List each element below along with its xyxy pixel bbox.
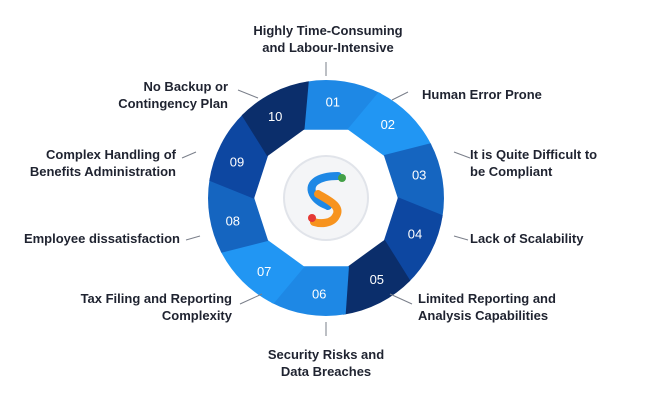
connector-02 [391, 91, 409, 101]
segment-number-02: 02 [381, 117, 395, 132]
segment-number-07: 07 [257, 264, 271, 279]
gear-segments: 01 02 03 04 05 06 07 08 09 10 [208, 80, 444, 316]
segment-05 [343, 239, 411, 315]
connector-07 [239, 293, 263, 305]
segment-10 [241, 81, 309, 157]
segment-number-03: 03 [412, 167, 426, 182]
segment-number-01: 01 [326, 95, 340, 110]
label-connectors [181, 62, 471, 336]
segment-number-08: 08 [226, 214, 240, 229]
connector-04 [453, 235, 469, 241]
segment-number-10: 10 [268, 109, 282, 124]
segment-01 [303, 80, 381, 130]
segment-04 [383, 197, 443, 283]
label-02: Human Error Prone [422, 87, 542, 102]
connector-08 [185, 235, 201, 241]
connector-03 [453, 151, 471, 159]
logo-dot-green [338, 174, 346, 182]
connector-09 [181, 151, 197, 159]
ring-arrow-right [361, 239, 372, 250]
segment-number-05: 05 [370, 272, 384, 287]
label-04: Lack of Scalability [470, 231, 584, 246]
center-logo [283, 155, 369, 241]
segment-number-06: 06 [312, 286, 326, 301]
connector-05 [389, 293, 413, 305]
segment-number-09: 09 [230, 155, 244, 170]
logo-s-bottom [310, 190, 342, 228]
cycle-ring [262, 134, 390, 262]
segment-02 [347, 92, 432, 157]
segment-number-04: 04 [408, 227, 422, 242]
ring-arrow-left [280, 146, 291, 157]
logo-dot-red [308, 214, 316, 222]
logo-s-top [307, 172, 342, 210]
segment-07 [220, 239, 305, 304]
connector-10 [237, 89, 259, 99]
segment-06 [271, 266, 349, 316]
segment-09 [209, 113, 269, 199]
label-08: Employee dissatisfaction [23, 231, 180, 246]
ring-circle [262, 134, 390, 262]
